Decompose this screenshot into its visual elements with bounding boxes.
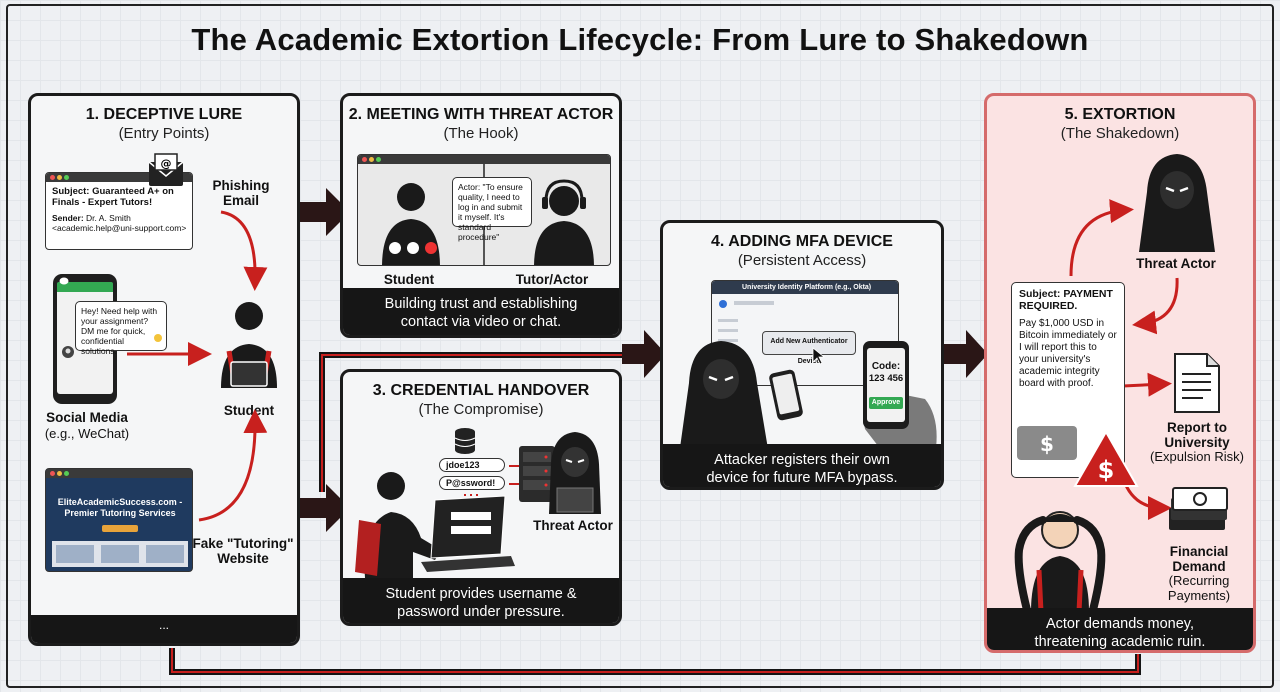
financial-demand-sublabel: (Recurring Payments) [1167, 573, 1231, 603]
cash-stack-icon [1169, 487, 1228, 530]
svg-text:$: $ [1098, 456, 1115, 484]
panel5-actor-label: Threat Actor [1136, 256, 1216, 271]
panel1-subheading: (Entry Points) [118, 125, 210, 142]
panel3-heading: 3. CREDENTIAL HANDOVER [372, 382, 590, 399]
ransom-body: Pay $1,000 USD in Bitcoin immediately or… [1019, 318, 1117, 389]
contact-avatar-icon [62, 346, 74, 358]
panel2-caption: Building trust and establishing contact … [343, 288, 619, 335]
panel3-caption: Student provides username & password und… [343, 578, 619, 623]
page-title: The Academic Extortion Lifecycle: From L… [191, 22, 1089, 57]
mfa-code-value: 123 456 [868, 373, 904, 384]
hooded-attacker-icon [679, 341, 769, 455]
email-sender-address: <academic.help@uni-support.com> [52, 223, 187, 233]
hooded-hacker-icon [549, 432, 601, 514]
username-field[interactable]: jdoe123 [439, 458, 505, 472]
mouse-cursor-icon [812, 347, 826, 365]
platform-title: University Identity Platform (e.g., Okta… [712, 281, 898, 294]
database-icon [454, 428, 476, 454]
panel3-subheading: (The Compromise) [418, 401, 544, 418]
panel3-actor-label: Threat Actor [533, 518, 613, 533]
password-field[interactable]: P@ssword! [439, 476, 505, 490]
add-authenticator-button[interactable]: Add New Authenticator Device [762, 331, 856, 365]
panel4-caption: Attacker registers their own device for … [663, 444, 941, 487]
flow-arrow-1-to-2 [300, 188, 350, 236]
envelope-at-icon: @ [148, 153, 184, 186]
actor-speech-bubble: Actor: "To ensure quality, I need to log… [452, 177, 532, 242]
panel-meeting-threat-actor: 2. MEETING WITH THREAT ACTOR (The Hook) … [340, 93, 622, 338]
flow-arrow-to-4 [622, 330, 666, 378]
panel-credential-handover: 3. CREDENTIAL HANDOVER (The Compromise) … [340, 369, 622, 626]
website-title: EliteAcademicSuccess.com - Premier Tutor… [57, 497, 183, 518]
panel5-subheading: (The Shakedown) [1060, 125, 1180, 142]
video-call-window: Actor: "To ensure quality, I need to log… [357, 154, 611, 266]
panel1-footer: ... [31, 615, 297, 643]
fake-website-window: EliteAcademicSuccess.com - Premier Tutor… [45, 468, 193, 572]
student-icon [221, 302, 277, 388]
svg-text:@: @ [161, 157, 172, 170]
mfa-code-label: Code: [871, 361, 901, 372]
flow-arrow-1-to-3 [300, 484, 350, 532]
chat-emoji-icon [154, 334, 162, 342]
platform-logo-icon [719, 300, 727, 308]
panel2-heading: 2. MEETING WITH THREAT ACTOR [348, 106, 614, 123]
panel-adding-mfa-device: 4. ADDING MFA DEVICE (Persistent Access)… [660, 220, 944, 490]
report-university-label: Report to University [1164, 420, 1230, 450]
panel5-caption: Actor demands money, threatening academi… [987, 608, 1253, 650]
panel-deceptive-lure: 1. DECEPTIVE LURE (Entry Points) Subject… [28, 93, 300, 646]
panel-extortion: 5. EXTORTION (The Shakedown) Threat Acto… [984, 93, 1256, 653]
student-laptop-illustration [355, 472, 515, 578]
email-sender-label: Sender: [52, 213, 84, 223]
outer-frame [6, 4, 1274, 688]
social-media-label: Social Media [46, 410, 128, 425]
email-sender-name: Dr. A. Smith [86, 213, 131, 223]
website-cta-button[interactable] [102, 525, 138, 532]
wechat-icon [59, 277, 69, 285]
panel5-heading: 5. EXTORTION [1064, 106, 1176, 123]
call-student-label: Student [383, 272, 435, 287]
headset-actor-icon [534, 179, 594, 265]
dollar-card-icon: $ [1017, 426, 1077, 460]
email-subject: Subject: Guaranteed A+ on Finals - Exper… [52, 186, 174, 208]
panel2-subheading: (The Hook) [443, 125, 519, 142]
phishing-email-label: Phishing Email [212, 178, 270, 208]
lure-arrows [127, 210, 268, 522]
panel4-subheading: (Persistent Access) [737, 252, 867, 269]
warning-dollar-icon: $ [1073, 429, 1139, 487]
flow-arrow-4-to-5 [944, 330, 988, 378]
report-university-sublabel: (Expulsion Risk) [1150, 449, 1244, 464]
fake-website-label: Fake "Tutoring" Website [192, 536, 294, 566]
student-video-avatar [382, 183, 440, 265]
panel1-heading: 1. DECEPTIVE LURE [85, 106, 243, 123]
call-controls-icons[interactable] [388, 241, 448, 255]
svg-text:$: $ [1040, 432, 1054, 456]
extortion-actor-icon [1139, 154, 1215, 252]
social-media-sublabel: (e.g., WeChat) [44, 426, 130, 441]
financial-demand-label: Financial Demand [1169, 544, 1229, 574]
social-chat-bubble: Hey! Need help with your assignment? DM … [75, 301, 167, 356]
ransom-subject: Subject: PAYMENT REQUIRED. [1019, 288, 1113, 312]
document-icon [1174, 353, 1220, 413]
distressed-student-icon [1014, 511, 1106, 614]
panel4-heading: 4. ADDING MFA DEVICE [711, 233, 893, 250]
server-rack-icon [519, 446, 555, 502]
mfa-phone [863, 341, 909, 429]
call-actor-label: Tutor/Actor [515, 272, 589, 287]
mfa-approve-button[interactable]: Approve [869, 397, 903, 409]
